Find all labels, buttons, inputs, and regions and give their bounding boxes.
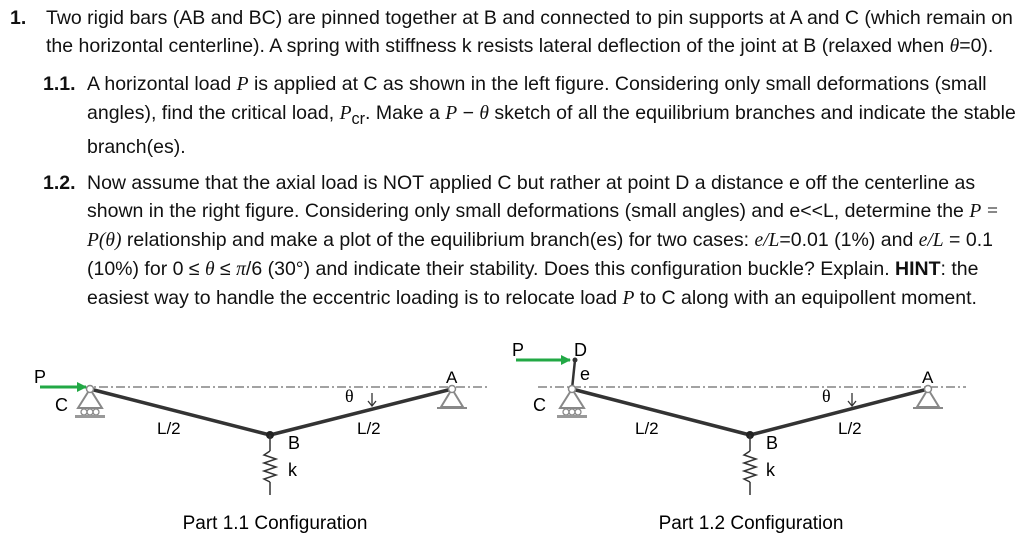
- figure-part-1-2: P D e C A B k θ L/2 L/2 Part 1.2 Configu…: [512, 340, 966, 534]
- caption-part-1-1: Part 1.1 Configuration: [183, 513, 368, 534]
- label-theta-2: θ: [822, 386, 831, 406]
- label-l-half-right-2: L/2: [838, 419, 862, 438]
- label-l-half-right: L/2: [357, 419, 381, 438]
- offset-link-d: [570, 359, 577, 390]
- roller-support-c: [75, 384, 105, 418]
- pin-support-a: [437, 384, 467, 409]
- label-c: C: [55, 395, 68, 415]
- spring: [261, 435, 279, 495]
- pin-support-a-2: [913, 384, 943, 409]
- theta-indicator-2: [847, 393, 857, 408]
- part-1-1-text: A horizontal load P is applied at C as s…: [87, 73, 1016, 158]
- label-k: k: [288, 460, 298, 480]
- bar-ab-2: [749, 387, 929, 437]
- label-b: B: [288, 433, 300, 453]
- label-l-half-left: L/2: [157, 419, 181, 438]
- part-1-2: 1.2. Now assume that the axial load is N…: [43, 169, 1018, 313]
- spring-2: [741, 435, 759, 495]
- part-1-1-number: 1.1.: [43, 73, 76, 95]
- figures: P C A B k θ L/2 L/2 Part 1.1 Configurati…: [34, 340, 966, 534]
- label-p: P: [34, 367, 46, 387]
- theta-indicator: [367, 393, 377, 408]
- caption-part-1-2: Part 1.2 Configuration: [659, 513, 844, 534]
- part-1-2-text: Now assume that the axial load is NOT ap…: [87, 171, 999, 309]
- label-l-half-left-2: L/2: [635, 419, 659, 438]
- point-d: [572, 357, 578, 363]
- bar-bc: [89, 387, 271, 437]
- label-c-2: C: [533, 395, 546, 415]
- roller-support-c-2: [557, 384, 587, 418]
- label-k-2: k: [766, 460, 776, 480]
- label-e: e: [580, 364, 590, 384]
- label-p-2: P: [512, 340, 524, 360]
- bar-bc-2: [571, 387, 751, 437]
- problem-statement: Two rigid bars (AB and BC) are pinned to…: [46, 7, 1013, 57]
- problem-number: 1.: [10, 7, 27, 29]
- label-a: A: [446, 368, 458, 387]
- part-1-1: 1.1. A horizontal load P is applied at C…: [43, 70, 1018, 161]
- part-1-2-number: 1.2.: [43, 171, 76, 194]
- label-d: D: [574, 340, 587, 360]
- problem-1: 1. Two rigid bars (AB and BC) are pinned…: [10, 4, 1018, 61]
- label-theta: θ: [345, 386, 354, 406]
- figure-part-1-1: P C A B k θ L/2 L/2 Part 1.1 Configurati…: [34, 367, 490, 534]
- bar-ab: [269, 387, 453, 437]
- label-a-2: A: [922, 368, 934, 387]
- label-b-2: B: [766, 433, 778, 453]
- problem-text: 1. Two rigid bars (AB and BC) are pinned…: [10, 4, 1018, 313]
